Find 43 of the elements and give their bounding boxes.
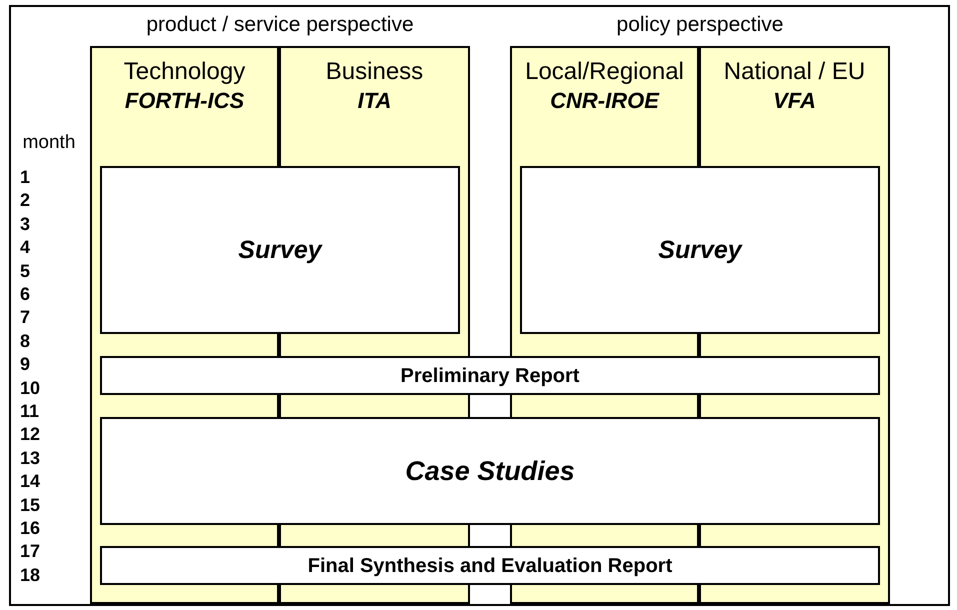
partner-name: ITA (356, 90, 392, 112)
activity-box (520, 166, 880, 334)
activity-box (100, 166, 460, 334)
activity-box (100, 546, 880, 585)
perspective-heading: product / service perspective (146, 13, 414, 36)
activity-label: Preliminary Report (400, 366, 580, 386)
column-heading: Local/Regional (524, 60, 685, 84)
column-heading: Business (324, 60, 424, 84)
activity-label: Case Studies (405, 458, 575, 484)
activity-label: Survey (658, 238, 742, 262)
month-number: 10 (20, 378, 40, 398)
swimlane-column (510, 46, 699, 168)
month-number: 8 (20, 330, 30, 351)
month-number: 3 (20, 214, 30, 234)
month-number: 6 (20, 284, 30, 304)
column-heading: Technology (122, 60, 246, 84)
month-number: 16 (20, 518, 40, 538)
activity-label: Final Synthesis and Evaluation Report (308, 556, 672, 576)
month-number: 14 (20, 471, 40, 492)
month-number: 1 (20, 167, 30, 187)
partner-name: FORTH-ICS (124, 90, 246, 112)
month-number: 5 (20, 260, 30, 281)
month-number: 7 (20, 307, 30, 328)
month-number: 2 (20, 190, 30, 210)
axis-title: month (22, 132, 76, 153)
month-number: 4 (20, 237, 30, 258)
swimlane-column (90, 46, 279, 168)
month-number: 12 (20, 424, 40, 444)
month-number: 9 (20, 354, 30, 374)
partner-name: VFA (772, 90, 817, 112)
month-number: 15 (20, 494, 40, 515)
month-number: 17 (20, 541, 40, 562)
perspective-heading: policy perspective (616, 13, 784, 36)
swimlane-column (279, 46, 470, 168)
swimlane-column (699, 46, 890, 168)
month-number: 11 (20, 401, 40, 421)
activity-label: Survey (238, 238, 322, 262)
partner-name: CNR-IROE (549, 90, 660, 112)
month-number: 13 (20, 448, 40, 468)
activity-box (100, 417, 880, 525)
column-heading: National / EU (722, 60, 866, 84)
activity-box (100, 356, 880, 395)
month-number: 18 (20, 564, 40, 585)
